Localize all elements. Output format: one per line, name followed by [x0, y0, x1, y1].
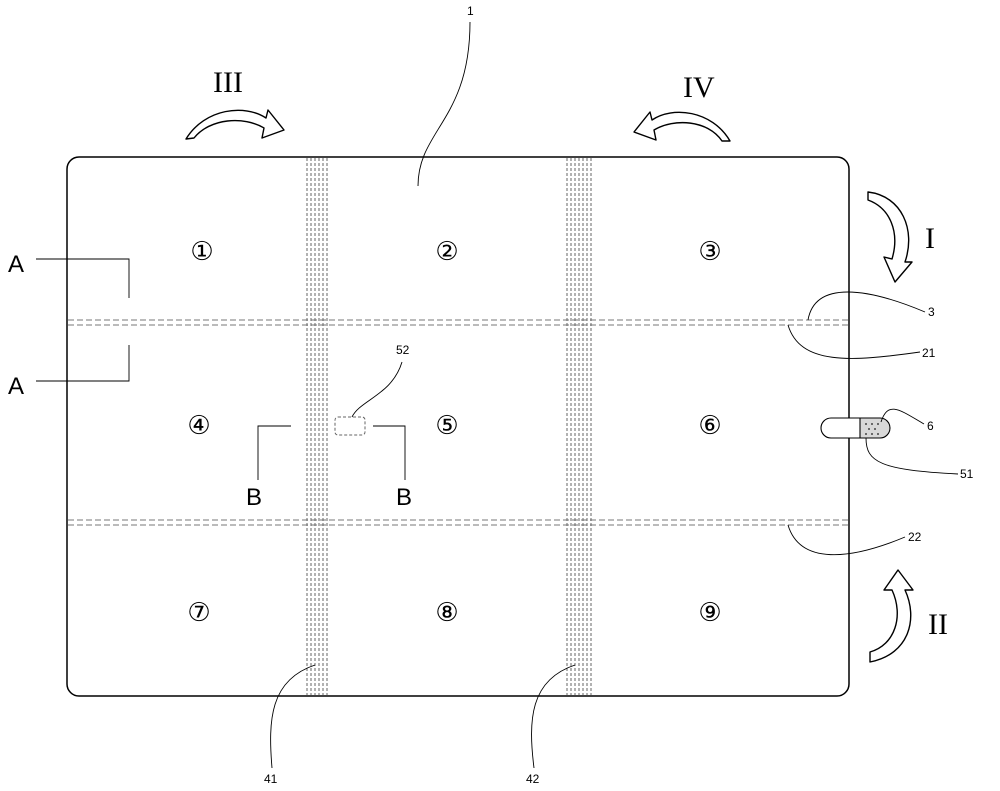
cell-9-label: ⑨: [698, 598, 721, 628]
fold-step-i: I: [925, 222, 935, 255]
ref-42: 42: [526, 772, 540, 786]
cell-6-label: ⑥: [698, 411, 721, 441]
leader-52: [351, 361, 403, 418]
fold-line-22: [68, 519, 848, 526]
ref-3: 3: [928, 305, 935, 319]
fold-arrow-iii: [185, 109, 285, 140]
leader-41: [270, 664, 316, 769]
strip-41: [306, 158, 328, 695]
section-a-top-letter: A: [8, 251, 24, 278]
section-a-marker: A A: [8, 251, 130, 400]
leader-51: [865, 437, 959, 475]
cell-3-label: ③: [698, 237, 721, 267]
ref-52: 52: [396, 343, 410, 357]
cell-2-label: ②: [435, 237, 458, 267]
leader-42: [531, 664, 576, 769]
cell-7-label: ⑦: [187, 598, 210, 628]
ref-41: 41: [264, 772, 278, 786]
leader-6: [880, 408, 925, 425]
leader-1: [417, 21, 471, 187]
ref-21: 21: [922, 346, 936, 360]
section-a-bottom-letter: A: [8, 373, 24, 400]
cell-8-label: ⑧: [435, 598, 458, 628]
ref-1: 1: [467, 4, 474, 18]
marker-52: [334, 416, 366, 436]
fold-arrow-iv: [633, 111, 731, 142]
tab-51: [820, 417, 891, 439]
cell-4-label: ④: [187, 411, 210, 441]
fold-step-ii: II: [928, 608, 948, 641]
ref-22: 22: [908, 530, 922, 544]
ref-51: 51: [960, 467, 974, 481]
section-b-right-letter: B: [396, 484, 412, 511]
fold-line-21: [68, 319, 848, 326]
section-b-left-letter: B: [246, 484, 262, 511]
ref-6: 6: [927, 419, 934, 433]
strip-42: [566, 158, 592, 695]
leader-22: [787, 524, 906, 556]
fold-arrow-i: [867, 191, 913, 283]
cell-5-label: ⑤: [435, 411, 458, 441]
leader-3: [807, 291, 926, 321]
cell-1-label: ①: [190, 237, 213, 267]
fold-arrow-ii: [869, 569, 914, 663]
section-b-marker: B B: [246, 425, 412, 511]
fold-step-iii: III: [213, 66, 243, 99]
leader-21: [787, 324, 921, 359]
fold-step-iv: IV: [683, 71, 715, 104]
